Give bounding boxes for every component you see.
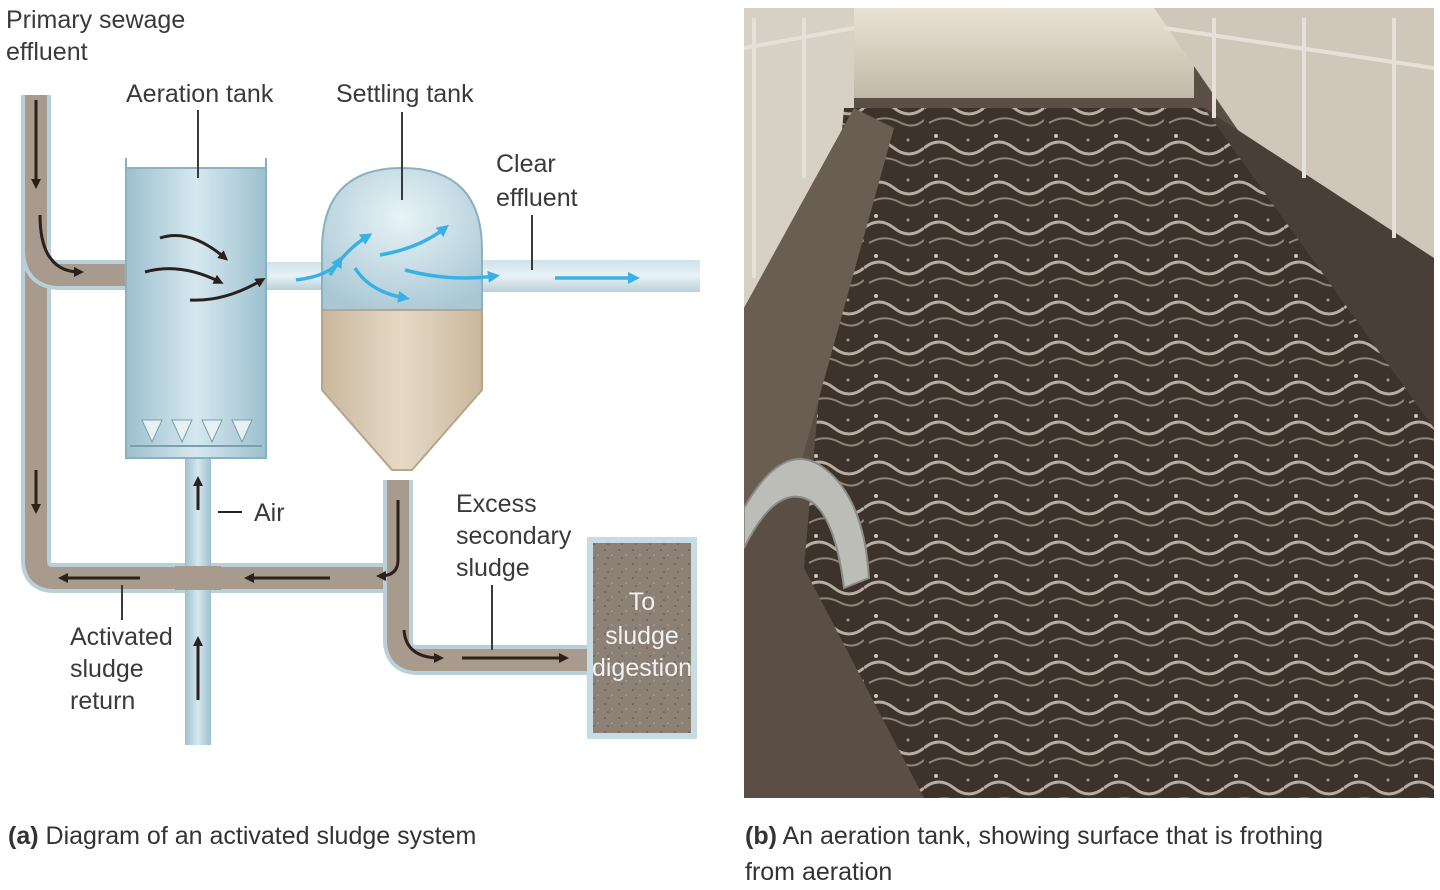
flow-arrows-blue [295,224,640,303]
label-sludge: sludge [456,554,530,582]
label-settling-tank: Settling tank [336,80,474,108]
flow-arrows-dark [31,100,569,700]
settling-tank [321,166,483,471]
leader-lines [121,110,533,650]
label-clear: Clear [496,150,556,178]
label-aeration-tank: Aeration tank [126,80,274,108]
caption-a-text: Diagram of an activated sludge system [45,822,477,850]
label-digestion: digestion [592,654,692,682]
label-primary-sewage: Primary sewage [6,6,185,34]
caption-b-tag: (b) [745,822,777,850]
activated-sludge-diagram: Primary sewage effluent Aeration tank Se… [6,6,700,745]
aeration-tank [125,158,267,459]
label-primary-effluent: effluent [6,38,88,66]
label-to: To [629,588,655,616]
caption-b-line1: An aeration tank, showing surface that i… [782,822,1324,850]
caption-a: (a) Diagram of an activated sludge syste… [8,818,476,854]
label-air: Air [254,499,285,527]
caption-b-line2: from aeration [745,858,893,886]
label-secondary: secondary [456,522,572,550]
sludge-return-pipes [21,95,590,675]
sludge-digestion-box [587,537,697,739]
aeration-tank-photo [744,8,1434,798]
diffuser-icons [141,419,253,444]
label-activated-sludge: sludge [70,655,144,683]
caption-b: (b) An aeration tank, showing surface th… [745,818,1323,890]
label-clear-effluent: effluent [496,184,578,212]
label-to-sludge: sludge [605,622,679,650]
label-activated: Activated [70,623,173,651]
effluent-pipes [262,260,700,292]
label-excess: Excess [456,490,537,518]
diagram-labels: Primary sewage effluent Aeration tank Se… [6,6,692,715]
label-return: return [70,687,135,715]
caption-a-tag: (a) [8,822,39,850]
